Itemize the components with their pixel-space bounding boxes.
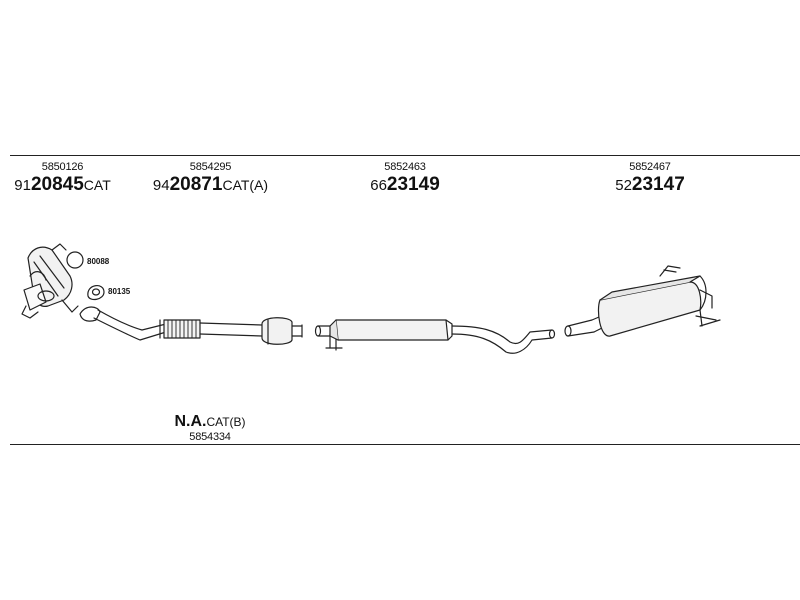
part-number: 5223147 [615, 174, 685, 195]
part-code: 5852467 [629, 161, 671, 173]
front-catalyst-icon [21, 243, 79, 319]
ring-gasket-icon [66, 251, 84, 269]
part-number: 6623149 [370, 174, 440, 195]
part-label-catalyst-b: N.A.CAT(B) 5854334 [130, 412, 290, 443]
rear-silencer-icon [564, 265, 721, 337]
flange-gasket-icon [87, 285, 105, 301]
part-number: 9420871CAT(A) [152, 174, 269, 195]
part-label-middle-silencer: 5852463 6623149 [355, 161, 455, 196]
middle-silencer-icon [314, 319, 556, 354]
part-label-catalyst-front: 5850126 9120845CAT [10, 161, 115, 196]
part-number: N.A.CAT(B) [174, 413, 246, 430]
part-number: 9120845CAT [14, 174, 111, 195]
part-code: 5854295 [189, 161, 232, 173]
accessory-label-ring-gasket: 80088 [87, 257, 110, 266]
top-divider [10, 155, 800, 156]
part-label-rear-silencer: 5852467 5223147 [600, 161, 700, 196]
part-label-catalyst-a: 5854295 9420871CAT(A) [148, 161, 273, 196]
accessory-label-flange-gasket: 80135 [108, 287, 131, 296]
part-code: 5854334 [189, 431, 231, 443]
front-pipe-icon [79, 306, 263, 341]
bottom-divider [10, 444, 800, 445]
catalyst-a-icon [261, 317, 303, 345]
part-code: 5852463 [384, 161, 426, 173]
part-code: 5850126 [41, 161, 84, 173]
